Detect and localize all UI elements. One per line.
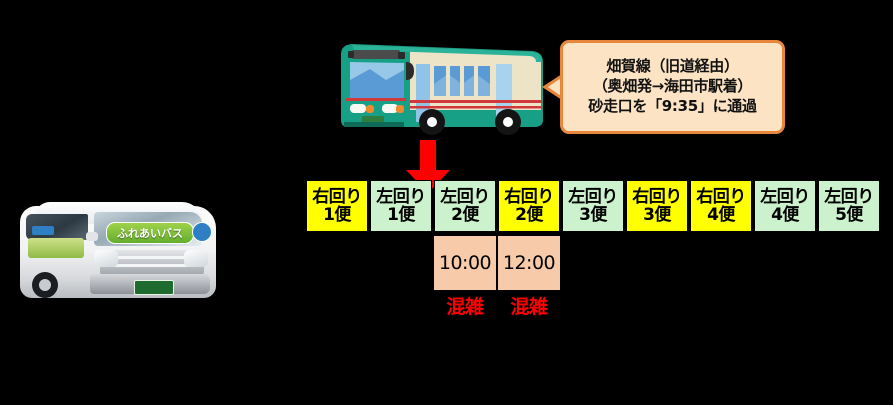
trip-time-row: 10:00 12:00 (434, 236, 560, 290)
trip-number-label: 3便 (643, 205, 671, 225)
trip-number-label: 2便 (515, 205, 543, 225)
status-cell-2: 混雑 (498, 292, 560, 319)
trip-direction-label: 左回り (376, 186, 426, 207)
trip-status-row: 混雑 混雑 (434, 292, 560, 319)
time-value: 12:00 (502, 252, 556, 274)
time-value: 10:00 (438, 252, 492, 274)
van-wheel-front (32, 272, 58, 298)
trip-number-label: 5便 (835, 205, 863, 225)
trip-number-label: 4便 (707, 205, 735, 225)
trip-direction-label: 左回り (824, 186, 874, 207)
status-cell-1: 混雑 (434, 292, 496, 319)
down-arrow-icon (405, 140, 451, 194)
trip-number-label: 1便 (387, 205, 415, 225)
trip-direction-label: 右回り (632, 186, 682, 207)
time-cell-1[interactable]: 10:00 (434, 236, 496, 290)
van-blue-badge-icon (192, 222, 212, 242)
callout-line-route: 畑賀線（旧道経由） (606, 57, 739, 76)
trip-direction-label: 右回り (504, 186, 554, 207)
van-headlight-left (94, 250, 118, 267)
van-side-badge (32, 226, 54, 235)
van-side-mirror (86, 232, 98, 241)
route-bus-illustration (336, 36, 556, 140)
time-cell-2[interactable]: 12:00 (498, 236, 560, 290)
trip-direction-label: 右回り (696, 186, 746, 207)
trip-number-label: 4便 (771, 205, 799, 225)
route-callout-box: 畑賀線（旧道経由） （奥畑発→海田市駅着） 砂走口を「9:35」に通過 (560, 40, 785, 134)
van-license-plate (134, 280, 174, 295)
van-side-decal (28, 238, 84, 258)
trip-direction-label: 右回り (312, 186, 362, 207)
congestion-status-label: 混雑 (510, 296, 548, 318)
congestion-status-label: 混雑 (446, 296, 484, 318)
callout-line-origin-destination: （奥畑発→海田市駅着） (592, 77, 753, 96)
trip-number-label: 3便 (579, 205, 607, 225)
trip-number-label: 1便 (323, 205, 351, 225)
trip-direction-label: 左回り (568, 186, 618, 207)
trip-direction-label: 左回り (760, 186, 810, 207)
trip-direction-label: 左回り (440, 186, 490, 207)
callout-line-pass-time: 砂走口を「9:35」に通過 (588, 96, 757, 115)
van-logo-label: ふれあいバス (106, 222, 194, 244)
van-headlight-right (184, 250, 208, 267)
trip-number-label: 2便 (451, 205, 479, 225)
community-bus-van-photo: ふれあいバス (14, 192, 226, 308)
